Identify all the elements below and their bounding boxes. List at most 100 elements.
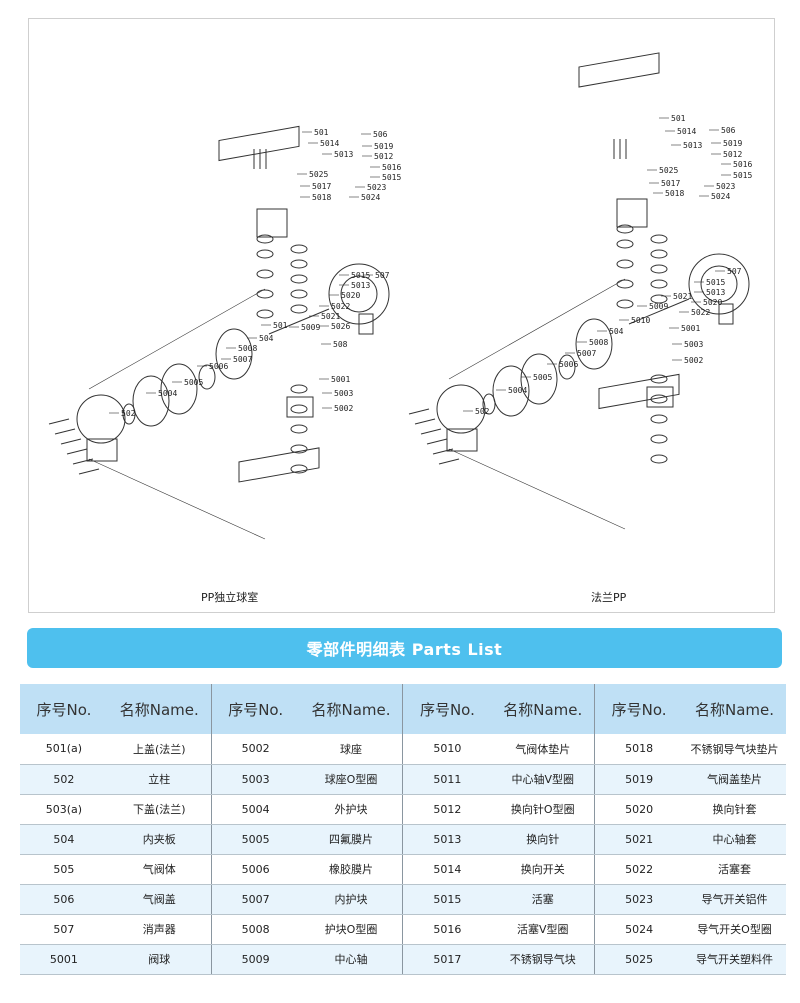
part-no: 5012	[402, 794, 492, 825]
bolt	[438, 458, 460, 465]
o-ring	[616, 239, 634, 249]
header-no: 序号No.	[210, 684, 300, 734]
callout-label: 501	[671, 114, 686, 123]
header-no: 序号No.	[594, 684, 684, 734]
callout-label: 5024	[711, 192, 730, 201]
table-header-row: 序号No. 名称Name. 序号No. 名称Name. 序号No. 名称Name…	[20, 684, 786, 734]
callout-label: 5013	[334, 150, 353, 159]
o-ring	[256, 289, 274, 299]
header-name: 名称Name.	[299, 684, 403, 734]
part-no: 506	[20, 884, 108, 915]
callout-label: 5002	[334, 404, 353, 413]
callout-label: 5019	[374, 142, 393, 151]
o-ring	[616, 279, 634, 289]
muffler	[718, 303, 734, 325]
callout-label: 502	[475, 407, 490, 416]
callout-label: 5015	[351, 271, 370, 280]
callout-label: 5025	[659, 166, 678, 175]
bolt	[408, 408, 430, 415]
center-shaft	[628, 298, 690, 325]
callout-label: 5005	[533, 373, 552, 382]
o-ring	[290, 464, 308, 474]
bolt	[60, 438, 82, 445]
ptfe-diaphragm	[132, 375, 170, 427]
part-name: 立柱	[107, 764, 212, 795]
exploded-view-diagrams: 5015014506501950125016501350155023502550…	[48, 52, 752, 540]
callout-label: 5017	[312, 182, 331, 191]
o-ring	[290, 289, 308, 299]
rubber-diaphragm	[520, 353, 558, 405]
part-no: 504	[20, 824, 108, 855]
callout-label: 5021	[673, 292, 692, 301]
part-no: 501(a)	[20, 734, 108, 765]
o-ring	[650, 264, 668, 274]
callout-label: 5008	[589, 338, 608, 347]
part-name: 不锈钢导气块垫片	[683, 734, 786, 765]
part-no: 5024	[594, 914, 684, 945]
callout-label: 5007	[577, 349, 596, 358]
o-ring	[616, 259, 634, 269]
callout-label: 5016	[382, 163, 401, 172]
o-ring	[290, 304, 308, 314]
part-name: 中心轴V型圈	[491, 764, 595, 795]
part-no: 5001	[20, 944, 108, 975]
inner-plate	[215, 328, 253, 380]
o-ring	[256, 309, 274, 319]
callout-label: 5014	[677, 127, 696, 136]
callout-label: 506	[373, 130, 388, 139]
part-no: 5004	[210, 794, 300, 825]
callout-label: 5018	[665, 189, 684, 198]
part-no: 5016	[402, 914, 492, 945]
top-manifold	[218, 125, 300, 162]
part-no: 5008	[210, 914, 300, 945]
callout-label: 5016	[733, 160, 752, 169]
center-shaft	[268, 308, 330, 335]
part-name: 内护块	[299, 884, 403, 915]
left-diagram-caption: PP独立球室	[201, 591, 259, 604]
part-no: 5005	[210, 824, 300, 855]
top-manifold	[578, 52, 660, 88]
parts-list-title: 零部件明细表 Parts List	[306, 640, 503, 659]
callout-label: 5009	[649, 302, 668, 311]
callout-label: 5020	[341, 291, 360, 300]
header-no: 序号No.	[20, 684, 108, 734]
callout-label: 5012	[723, 150, 742, 159]
o-ring	[256, 269, 274, 279]
callout-label: 5004	[508, 386, 527, 395]
callout-label: 5010	[631, 316, 650, 325]
left-housing	[436, 384, 486, 434]
callout-label: 5003	[684, 340, 703, 349]
valve-chamber	[256, 208, 288, 238]
callout-label: 5014	[320, 139, 339, 148]
bolt	[420, 428, 442, 435]
bolt	[432, 448, 454, 455]
callout-label: 5018	[312, 193, 331, 202]
o-ring	[256, 234, 274, 244]
o-ring	[290, 444, 308, 454]
callout-label: 5025	[309, 170, 328, 179]
right-diagram-caption: 法兰PP	[591, 591, 627, 604]
part-name: 内夹板	[107, 824, 212, 855]
o-ring	[290, 384, 308, 394]
part-name: 中心轴	[299, 944, 403, 975]
callout-label: 5007	[233, 355, 252, 364]
part-name: 活塞套	[683, 854, 786, 885]
callout-label: 5021	[321, 312, 340, 321]
callout-label: 5019	[723, 139, 742, 148]
o-ring	[650, 294, 668, 304]
outer-guard	[122, 403, 136, 425]
o-ring	[650, 414, 668, 424]
callout-label: 5023	[367, 183, 386, 192]
o-ring	[290, 259, 308, 269]
left-base	[86, 438, 118, 462]
callout-label: 5013	[351, 281, 370, 290]
callout-label: 5005	[184, 378, 203, 387]
part-no: 502	[20, 764, 108, 795]
o-ring	[650, 454, 668, 464]
